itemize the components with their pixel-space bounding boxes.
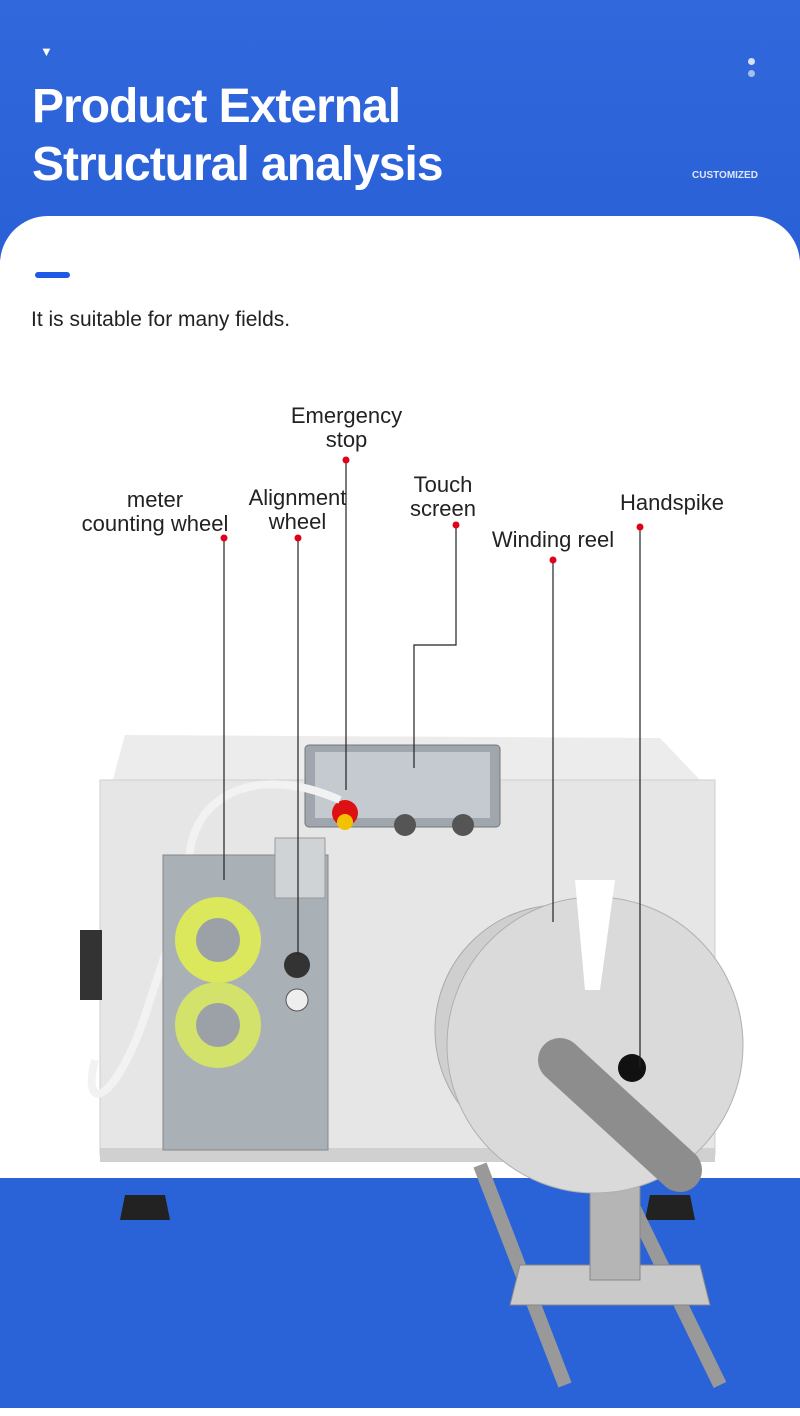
callout-winding-reel: Winding reel xyxy=(491,527,615,552)
callout-line: Touch xyxy=(413,472,473,497)
callout-line: Alignment xyxy=(248,485,347,510)
intro-text: It is suitable for many fields. xyxy=(31,308,291,331)
callout-alignment-wheel: Alignment wheel xyxy=(240,486,355,534)
reel-shaft xyxy=(538,1038,702,1192)
callout-line: screen xyxy=(409,496,477,521)
dots-decoration-icon xyxy=(748,58,755,82)
callout-line: counting wheel xyxy=(81,511,229,536)
alignment-wheel xyxy=(284,952,310,978)
callout-emergency-stop: Emergency stop xyxy=(283,404,410,452)
page-title: Product External Structural analysis xyxy=(32,78,444,194)
customized-tag: CUSTOMIZED xyxy=(692,170,758,181)
handspike-knob xyxy=(618,1054,646,1082)
title-line-2: Structural analysis xyxy=(32,138,444,191)
callout-meter-counting-wheel: meter counting wheel xyxy=(70,488,240,536)
triangle-down-icon: ▼ xyxy=(40,44,53,59)
callout-touch-screen: Touch screen xyxy=(404,473,482,521)
accent-bar xyxy=(35,272,70,278)
callout-line: meter xyxy=(126,487,184,512)
pointer-dots xyxy=(220,456,644,564)
callout-handspike: Handspike xyxy=(620,490,724,515)
callout-line: Emergency xyxy=(290,403,403,428)
callout-line: wheel xyxy=(268,509,327,534)
title-line-1: Product External xyxy=(32,80,401,133)
callout-line: stop xyxy=(325,427,368,452)
